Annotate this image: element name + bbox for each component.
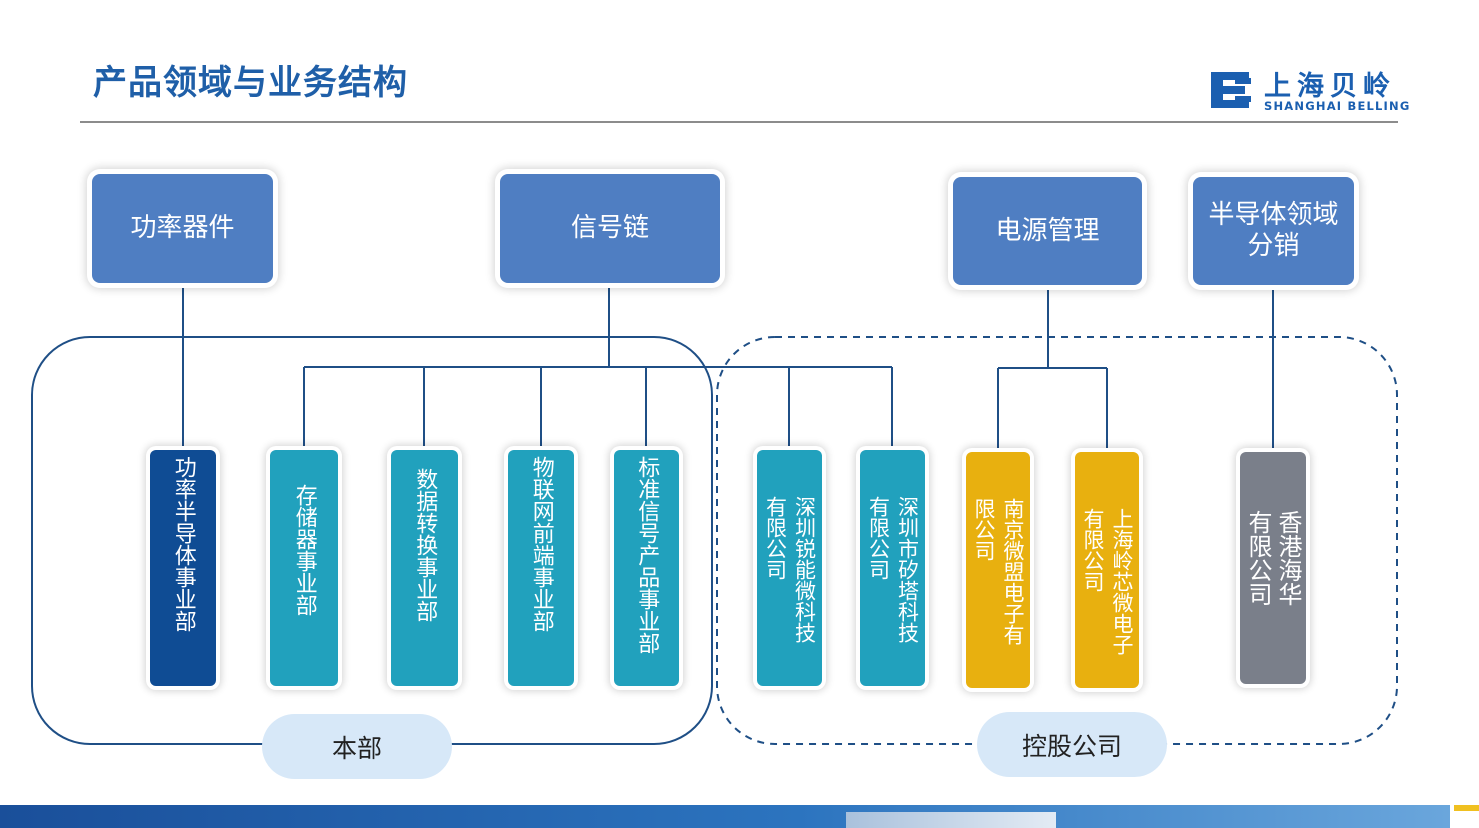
logo-name-en: SHANGHAI BELLING (1264, 99, 1411, 113)
logo-name-cn: 上海贝岭 (1264, 71, 1396, 102)
footer-accent (1454, 805, 1479, 811)
unit-label: 物联网前端事业部 (528, 456, 554, 632)
unit-label: 标准信号产品事业部 (634, 456, 660, 654)
unit-label: 南京微盟电子有限公司 (972, 498, 1025, 645)
category-power-management: 电源管理 (953, 177, 1142, 285)
unit-label: 深圳锐能微科技有限公司 (763, 496, 817, 643)
unit-shenzhen-ruinengwei: 深圳锐能微科技有限公司 (757, 450, 822, 686)
unit-label: 功率半导体事业部 (170, 456, 196, 632)
unit-memory: 存储器事业部 (270, 450, 338, 686)
category-semiconductor-distribution: 半导体领域分销 (1193, 177, 1354, 285)
unit-nanjing-weimeng: 南京微盟电子有限公司 (966, 452, 1030, 688)
group-label-headquarters: 本部 (262, 714, 452, 779)
footer-bar (0, 805, 1450, 828)
unit-iot-frontend: 物联网前端事业部 (508, 450, 574, 686)
category-power-devices: 功率器件 (92, 174, 273, 283)
category-signal-chain: 信号链 (500, 174, 720, 283)
group-label-subsidiaries: 控股公司 (977, 712, 1167, 777)
unit-power-semiconductor: 功率半导体事业部 (150, 450, 216, 686)
footer-bar-highlight (846, 812, 1056, 828)
unit-label: 香港海华有限公司 (1244, 510, 1302, 606)
header-divider (80, 121, 1398, 123)
headquarters-boundary (31, 336, 713, 745)
page-title: 产品领域与业务结构 (93, 63, 408, 103)
unit-label: 存储器事业部 (291, 484, 317, 616)
unit-shanghai-lingxinwei: 上海岭芯微电子有限公司 (1075, 452, 1139, 688)
unit-shenzhen-xita: 深圳市矽塔科技有限公司 (860, 450, 925, 686)
belling-logo-icon (1211, 72, 1251, 108)
unit-standard-signal-products: 标准信号产品事业部 (614, 450, 679, 686)
unit-hongkong-haihua: 香港海华有限公司 (1240, 452, 1306, 684)
unit-label: 深圳市矽塔科技有限公司 (866, 496, 920, 643)
unit-data-conversion: 数据转换事业部 (391, 450, 458, 686)
unit-label: 数据转换事业部 (412, 468, 438, 622)
unit-label: 上海岭芯微电子有限公司 (1081, 508, 1134, 655)
